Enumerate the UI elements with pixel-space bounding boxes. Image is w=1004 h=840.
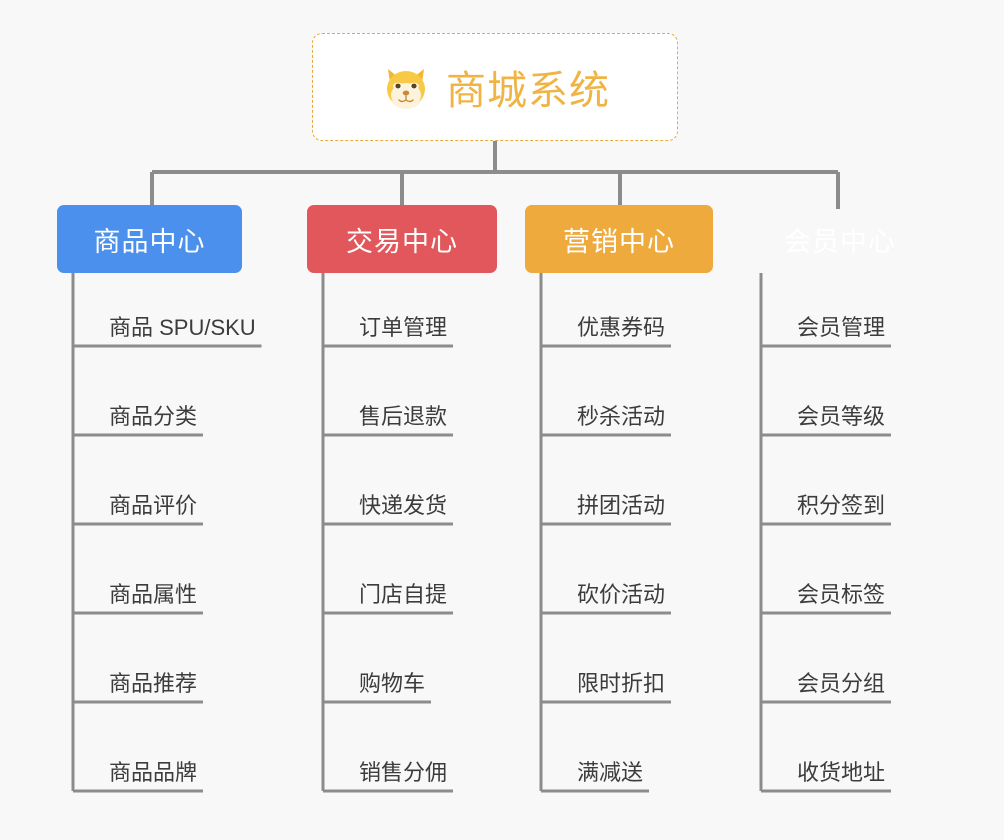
leaf-item-label: 商品评价 — [109, 492, 198, 518]
leaf-item[interactable]: 收货地址 — [791, 745, 891, 791]
leaf-item-label: 订单管理 — [359, 314, 448, 340]
leaf-item-label: 商品 SPU/SKU — [109, 314, 256, 340]
leaf-item[interactable]: 门店自提 — [353, 567, 453, 613]
leaf-item-label: 满减送 — [577, 759, 644, 785]
category-label: 营销中心 — [563, 226, 675, 257]
category-label: 商品中心 — [93, 226, 206, 257]
leaf-item-label: 会员分组 — [797, 670, 886, 696]
leaf-item[interactable]: 商品推荐 — [103, 656, 203, 702]
leaf-item-label: 限时折扣 — [577, 670, 666, 696]
leaf-item-label: 砍价活动 — [577, 581, 666, 607]
leaf-item[interactable]: 商品评价 — [103, 478, 203, 524]
category-box-member-center[interactable]: 会员中心 — [745, 205, 935, 273]
leaf-item-label: 门店自提 — [359, 581, 448, 607]
leaf-item-label: 销售分佣 — [359, 759, 448, 785]
shiba-dog-icon — [380, 61, 432, 113]
leaf-item[interactable]: 限时折扣 — [571, 656, 671, 702]
leaf-item[interactable]: 商品 SPU/SKU — [103, 300, 262, 346]
leaf-item[interactable]: 积分签到 — [791, 478, 891, 524]
leaf-item-label: 商品分类 — [109, 403, 198, 429]
leaf-item-label: 商品品牌 — [109, 759, 198, 785]
leaf-item[interactable]: 秒杀活动 — [571, 389, 671, 435]
leaf-item[interactable]: 会员分组 — [791, 656, 891, 702]
leaf-item[interactable]: 优惠券码 — [571, 300, 671, 346]
leaf-item-label: 购物车 — [359, 670, 426, 696]
leaf-item-label: 售后退款 — [359, 403, 448, 429]
leaf-item[interactable]: 销售分佣 — [353, 745, 453, 791]
leaf-item[interactable]: 商品属性 — [103, 567, 203, 613]
leaf-item-label: 收货地址 — [797, 759, 886, 785]
leaf-item[interactable]: 满减送 — [571, 745, 649, 791]
leaf-item-label: 会员等级 — [797, 403, 886, 429]
leaf-item[interactable]: 会员标签 — [791, 567, 891, 613]
leaf-item-label: 优惠券码 — [577, 314, 666, 340]
leaf-item-label: 拼团活动 — [577, 492, 666, 518]
category-label: 交易中心 — [346, 226, 458, 257]
leaf-item[interactable]: 订单管理 — [353, 300, 453, 346]
leaf-item[interactable]: 拼团活动 — [571, 478, 671, 524]
leaf-item[interactable]: 会员管理 — [791, 300, 891, 346]
leaf-item[interactable]: 商品分类 — [103, 389, 203, 435]
leaf-item[interactable]: 会员等级 — [791, 389, 891, 435]
category-label: 会员中心 — [784, 226, 896, 257]
leaf-item-label: 商品推荐 — [109, 670, 198, 696]
leaf-item[interactable]: 砍价活动 — [571, 567, 671, 613]
root-title: 商城系统 — [446, 69, 610, 113]
root-node[interactable]: 商城系统 — [312, 33, 678, 141]
leaf-item[interactable]: 商品品牌 — [103, 745, 203, 791]
category-box-marketing-center[interactable]: 营销中心 — [525, 205, 713, 273]
leaf-item-label: 积分签到 — [797, 492, 886, 518]
leaf-item-label: 会员管理 — [797, 314, 886, 340]
leaf-item[interactable]: 购物车 — [353, 656, 431, 702]
leaf-item-label: 秒杀活动 — [577, 403, 666, 429]
leaf-item[interactable]: 售后退款 — [353, 389, 453, 435]
category-box-trade-center[interactable]: 交易中心 — [307, 205, 497, 273]
leaf-item-label: 快递发货 — [359, 492, 448, 518]
category-box-product-center[interactable]: 商品中心 — [57, 205, 242, 273]
leaf-item-label: 商品属性 — [109, 581, 198, 607]
leaf-item-label: 会员标签 — [797, 581, 886, 607]
leaf-item[interactable]: 快递发货 — [353, 478, 453, 524]
